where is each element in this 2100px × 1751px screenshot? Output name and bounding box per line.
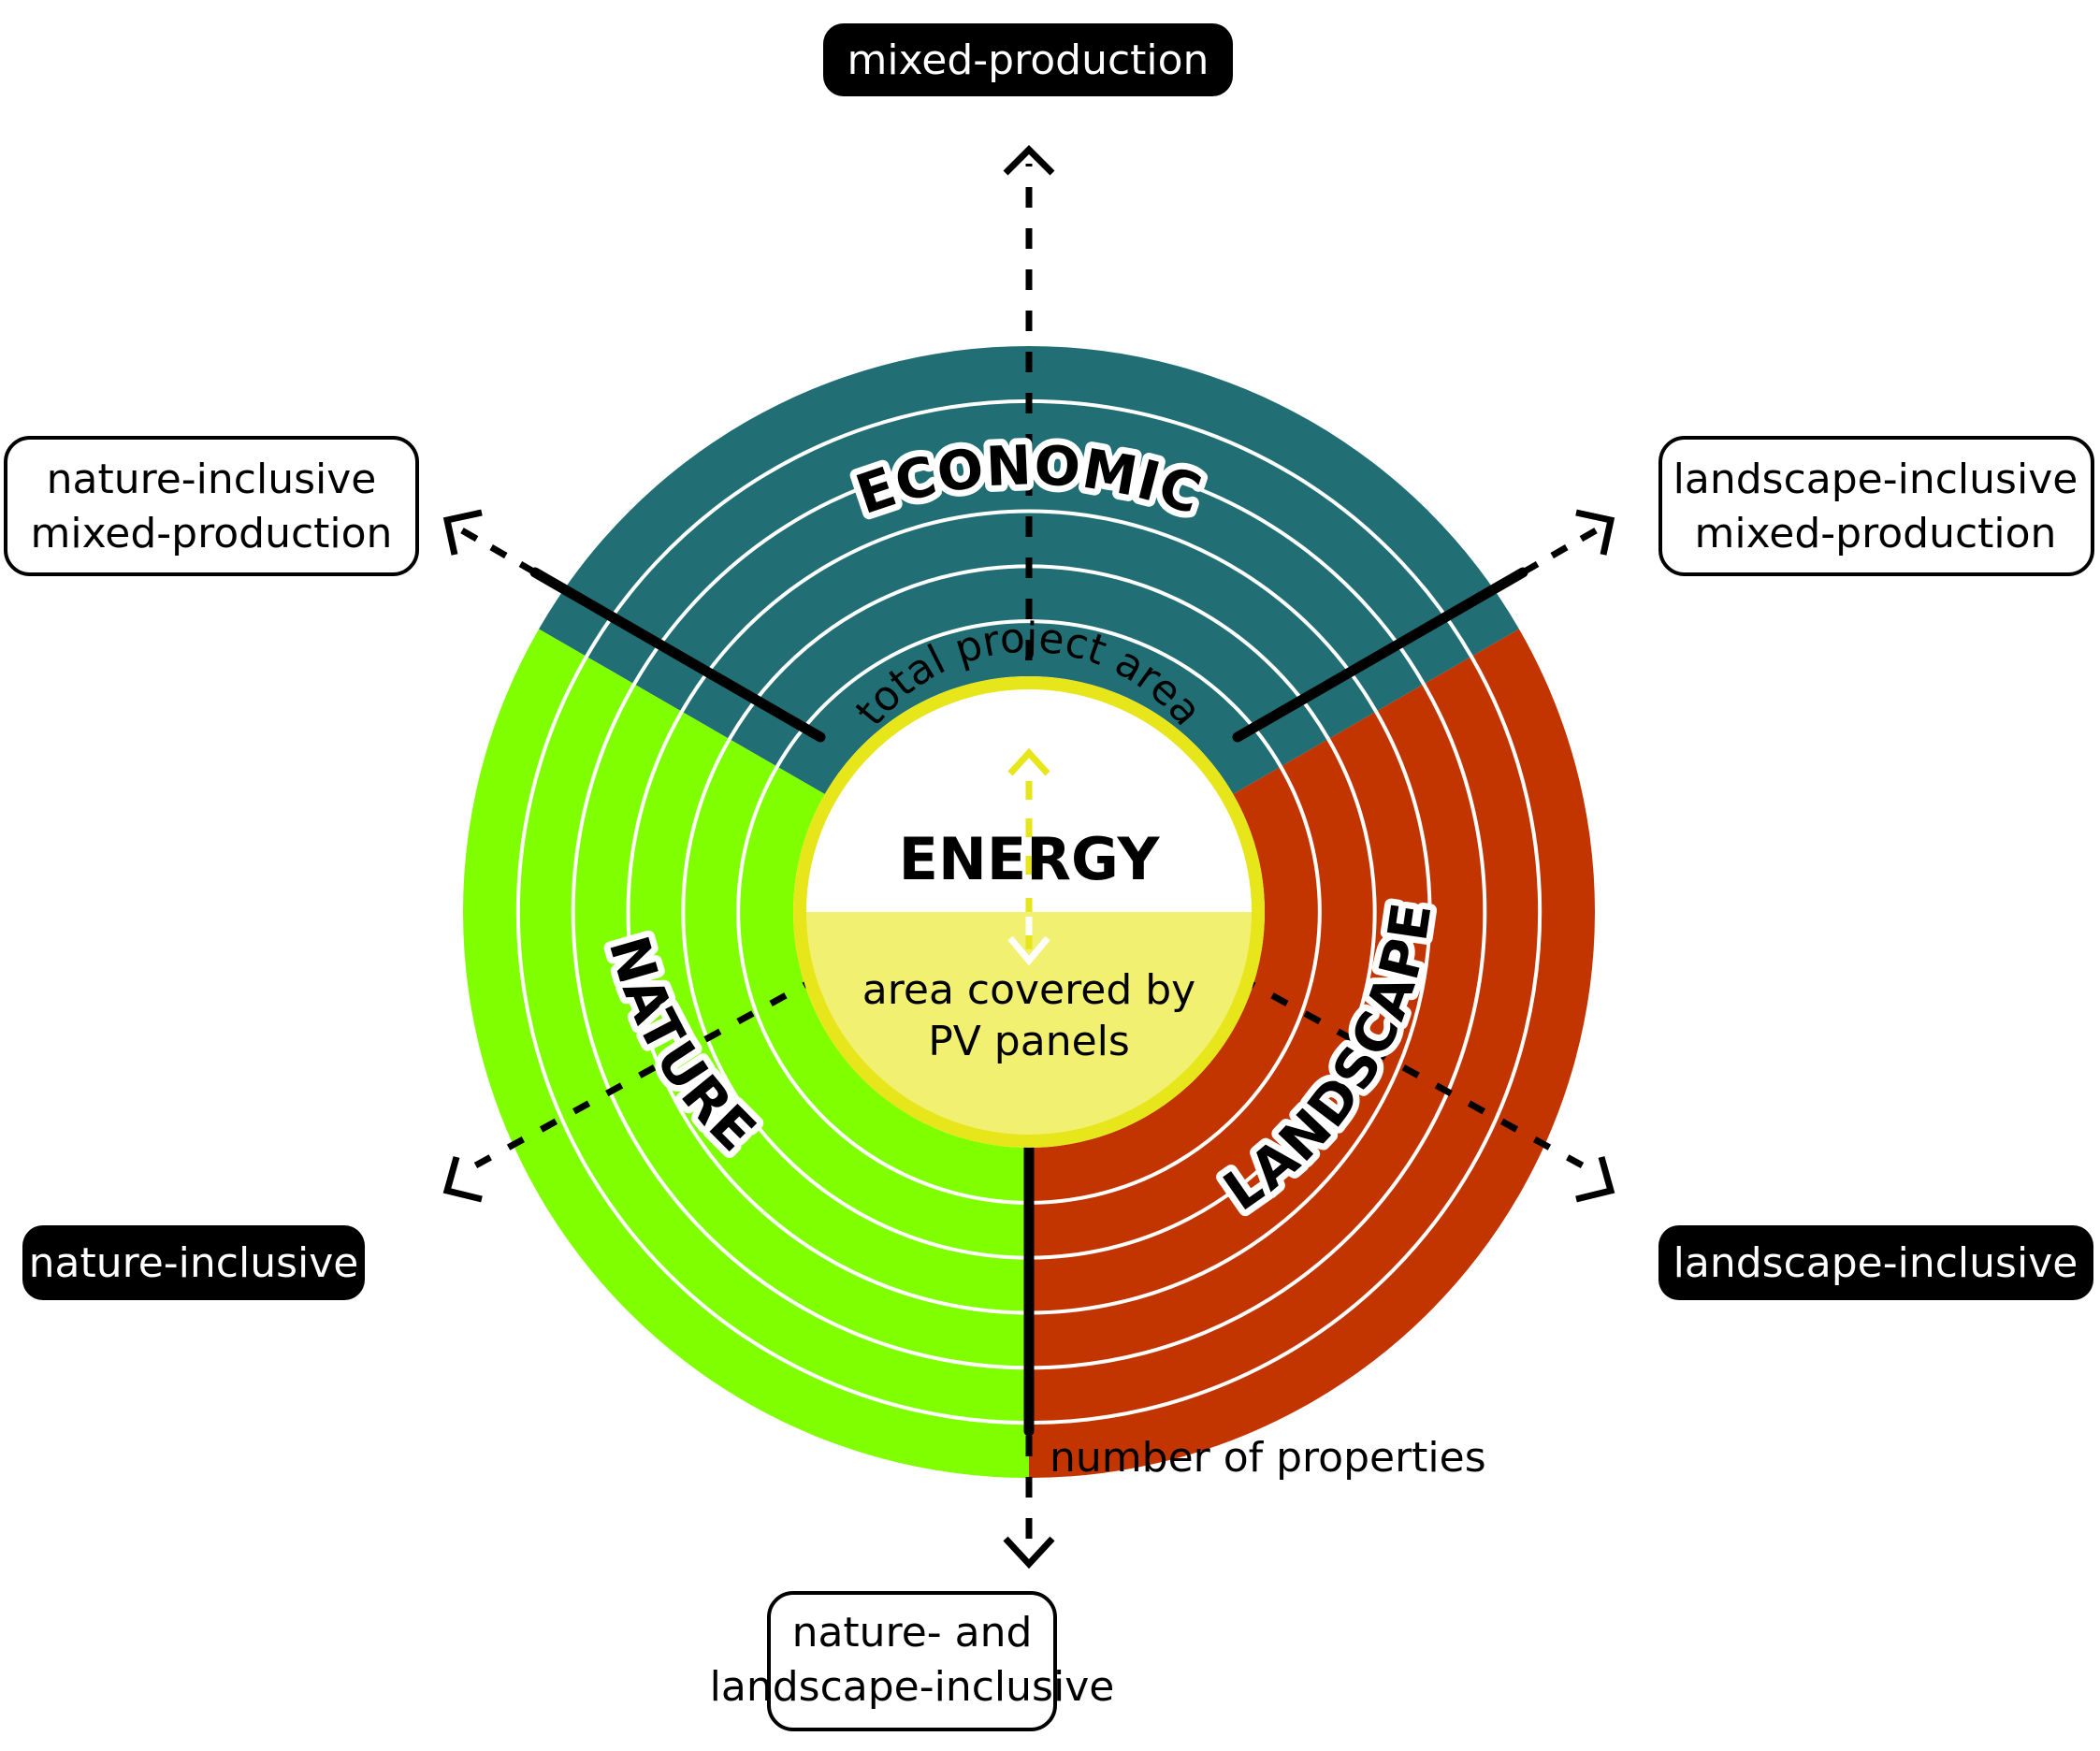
outcome-top-left: nature-inclusive mixed-production [4, 436, 419, 576]
outcome-bottom-right-label: landscape-inclusive [1673, 1239, 2078, 1287]
pv-area-label-line2: PV panels [928, 1018, 1130, 1065]
ring-divider-nature [571, 683, 1030, 1370]
arrowhead-upright-icon [1575, 509, 1615, 556]
pv-arrowhead-up-icon [1007, 747, 1050, 776]
ring-divider-landscape [1028, 655, 1542, 1425]
sector-boundaries [529, 567, 1528, 1437]
outcome-top-left-line2: mixed-production [31, 510, 393, 557]
sector-nature [462, 629, 1030, 1478]
arrowhead-upleft-icon [442, 509, 483, 556]
pv-arrowhead-down-icon [1007, 935, 1050, 966]
ring-divider-landscape [1028, 738, 1377, 1260]
arrowhead-up-icon [1003, 145, 1055, 176]
axis-upleft-dashed [458, 526, 537, 576]
axis-upright-dashed [1521, 526, 1600, 576]
arrowhead-downright-icon [1575, 1156, 1615, 1203]
ring-divider-nature [736, 765, 1030, 1205]
ring-divider-nature [681, 738, 1030, 1260]
outcome-top-left-line1: nature-inclusive [47, 456, 377, 503]
outcome-bottom: nature- and landscape-inclusive [710, 1591, 1115, 1731]
ring-divider-landscape [1028, 683, 1487, 1370]
outcome-bottom-line1: nature- and [792, 1609, 1033, 1657]
outcome-bottom-left: nature-inclusive [22, 1225, 365, 1300]
boundary-economic-landscape [1232, 567, 1528, 743]
pv-area-label-line1: area covered by [862, 966, 1195, 1014]
ring-divider-nature [515, 655, 1030, 1425]
ring-dividers [515, 398, 1542, 1425]
outcome-top-label: mixed-production [847, 36, 1209, 84]
energy-core-ring [793, 676, 1265, 1148]
energy-title: ENERGY [899, 825, 1161, 893]
number-of-properties-label: number of properties [1050, 1434, 1486, 1482]
outcome-top-right-line1: landscape-inclusive [1673, 456, 2078, 503]
outcome-top-right-line2: mixed-production [1695, 510, 2057, 557]
ring-divider-nature [626, 710, 1030, 1315]
ring-divider-economic [632, 454, 1426, 686]
arrowhead-downleft-icon [442, 1156, 483, 1203]
outcome-bottom-left-label: nature-inclusive [29, 1239, 359, 1287]
axis-downleft-dashed [458, 974, 820, 1178]
axis-downright-dashed [1238, 974, 1600, 1178]
energy-core: total project area ENERGY area covered b… [793, 614, 1265, 1148]
ring-divider-economic [775, 619, 1282, 768]
outcome-bottom-right: landscape-inclusive [1658, 1225, 2093, 1300]
ring-divider-economic [680, 509, 1378, 713]
sector-landscape [1029, 629, 1595, 1478]
outcome-bottom-line2: landscape-inclusive [710, 1663, 1115, 1711]
outcome-top-right: landscape-inclusive mixed-production [1658, 436, 2094, 576]
ring-divider-landscape [1028, 765, 1322, 1205]
ring-divider-landscape [1028, 710, 1432, 1315]
sector-rings [462, 346, 1595, 1478]
axis-arrows [442, 145, 1615, 1570]
arrowhead-down-icon [1003, 1536, 1055, 1570]
boundary-economic-nature [529, 567, 826, 743]
outcome-top: mixed-production [823, 23, 1233, 96]
